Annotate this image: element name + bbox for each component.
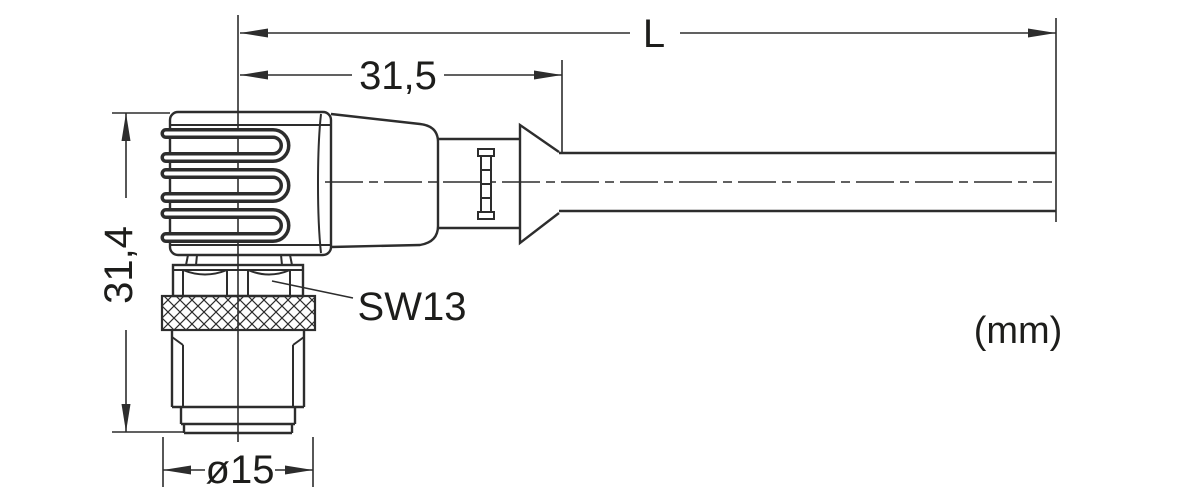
rib-groove-2 [160, 168, 291, 203]
dim-label-length: L [643, 12, 665, 56]
rib-groove-3-core [164, 211, 287, 240]
rib-groove-2-core [164, 171, 287, 200]
arrowhead-L-right [1028, 28, 1056, 38]
extension-lines [112, 15, 1057, 487]
coupling-chamfer-left [171, 336, 184, 346]
knurled-ring [160, 294, 317, 332]
rib-groove-3 [160, 208, 291, 243]
coupling-chamfer-right [292, 336, 305, 346]
unit-label: (mm) [974, 310, 1063, 352]
dimension-31-5: 31,5 [240, 54, 562, 98]
wrench-size-callout: SW13 [271, 280, 467, 329]
rib-groove-1 [160, 128, 291, 163]
arrowhead-d15-right [285, 465, 313, 475]
cable [559, 151, 1056, 213]
dimension-diameter-15: ø15 [163, 448, 313, 488]
dim-label-diameter: ø15 [206, 448, 275, 488]
rib-groove-1-core [164, 131, 287, 160]
arrowhead-31-5-left [240, 70, 268, 80]
housing-right-inner-edge [317, 113, 322, 254]
arrowhead-d15-left [163, 465, 191, 475]
dimension-L: L [240, 12, 1056, 56]
dim-label-left-height: 31,4 [97, 226, 141, 304]
hex-chamfer-arc-left [182, 269, 228, 276]
dim-label-top-width: 31,5 [359, 54, 437, 98]
arrowhead-L-left [240, 28, 268, 38]
boot-outline [330, 112, 440, 249]
arrowhead-31-4-top [121, 113, 131, 141]
dimension-31-4: 31,4 [97, 113, 141, 432]
hex-chamfer-arc-right [247, 269, 291, 276]
nut-tab-left-a [185, 254, 189, 266]
clamp-bottom-flange [477, 211, 495, 220]
clamp-detail [477, 148, 495, 220]
arrowhead-31-5-right [534, 70, 562, 80]
clamp-top-flange [477, 148, 495, 157]
nut-tab-left-b [195, 254, 198, 266]
arrowhead-31-4-bottom [121, 404, 131, 432]
knurled-ring-outline [160, 294, 317, 332]
cable-boot [330, 112, 560, 249]
threaded-coupling [170, 330, 306, 435]
nut-tab-right-a [280, 254, 283, 266]
connector-housing [160, 110, 333, 257]
nut-tab-right-b [289, 254, 293, 266]
housing-outline [168, 110, 333, 257]
wrench-size-label: SW13 [358, 285, 467, 329]
bell-outline [518, 122, 560, 246]
leader-line-sw13 [271, 280, 354, 299]
